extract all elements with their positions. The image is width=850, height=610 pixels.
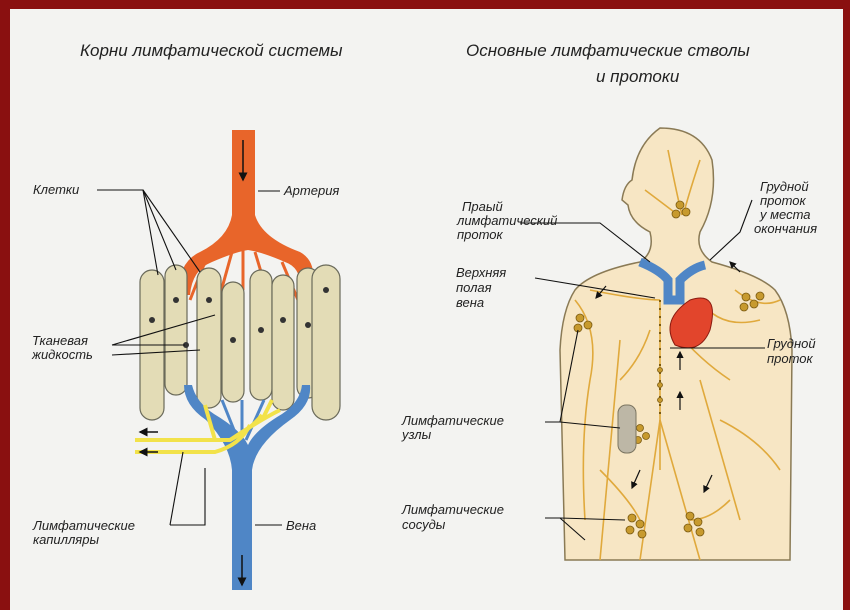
- label-svc-3: вена: [456, 296, 484, 310]
- label-artery: Артерия: [284, 184, 339, 198]
- label-svc-1: Верхняя: [456, 266, 506, 280]
- cell: [165, 265, 187, 395]
- label-nodes-2: узлы: [402, 428, 431, 442]
- label-thoracic-1: Грудной: [767, 337, 816, 351]
- label-svc-2: полая: [456, 281, 492, 295]
- label-thoracic-end-1: Грудной: [760, 180, 809, 194]
- title-left: Корни лимфатической системы: [80, 40, 343, 62]
- label-thoracic-end-4: окончания: [754, 222, 817, 236]
- cell: [250, 270, 272, 400]
- label-vessels-2: сосуды: [402, 518, 445, 532]
- title-right-line-1: Основные лимфатические стволы: [466, 40, 750, 62]
- label-right-duct-3: проток: [457, 228, 503, 242]
- label-nodes-1: Лимфатические: [402, 414, 504, 428]
- cell: [272, 275, 294, 410]
- label-capillaries-2: капилляры: [33, 533, 99, 547]
- vein: [184, 385, 310, 590]
- label-cells: Клетки: [33, 183, 79, 197]
- label-tissue-fluid-1: Тканевая: [32, 334, 88, 348]
- label-thoracic-2: проток: [767, 352, 813, 366]
- label-right-duct-1: Праый: [462, 200, 503, 214]
- title-right-line-2: и протоки: [596, 66, 679, 88]
- label-vein: Вена: [286, 519, 316, 533]
- label-tissue-fluid-2: жидкость: [32, 348, 93, 362]
- label-capillaries-1: Лимфатические: [33, 519, 135, 533]
- label-vessels-1: Лимфатические: [402, 503, 504, 517]
- label-thoracic-end-3: у места: [760, 208, 811, 222]
- cells: [140, 265, 340, 420]
- lymph-trunks-diagram: [520, 128, 792, 560]
- gray-organ: [618, 405, 636, 453]
- cell: [197, 268, 221, 408]
- label-thoracic-end-2: проток: [760, 194, 806, 208]
- label-right-duct-2: лимфатический: [457, 214, 557, 228]
